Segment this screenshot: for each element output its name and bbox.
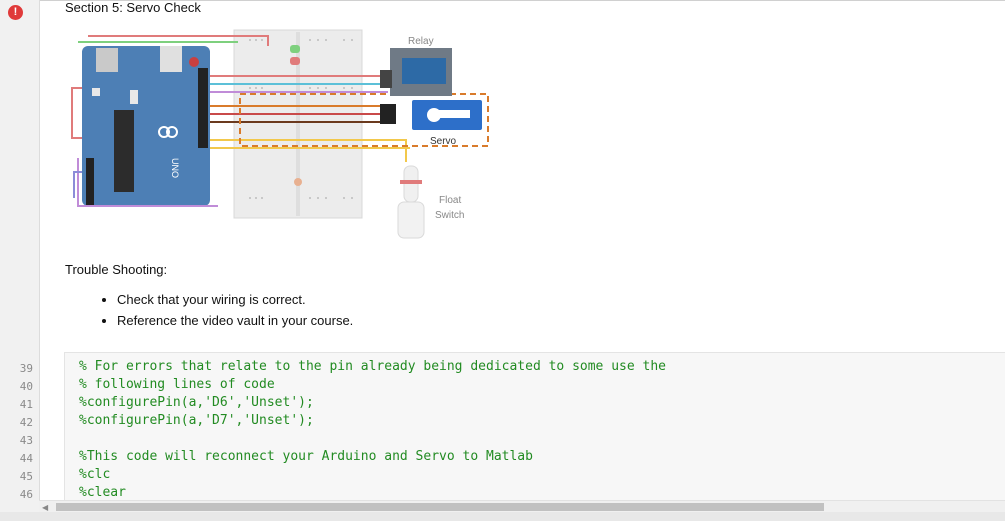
troubleshooting-list: Check that your wiring is correct. Refer… — [100, 292, 353, 334]
list-item: Reference the video vault in your course… — [117, 313, 353, 334]
code-line[interactable]: % following lines of code — [79, 377, 275, 392]
code-line[interactable]: %configurePin(a,'D7','Unset'); — [79, 413, 314, 428]
servo-motor — [380, 100, 482, 130]
bottom-bar — [0, 512, 1005, 521]
list-item: Check that your wiring is correct. — [117, 292, 353, 313]
horizontal-scrollbar[interactable]: ◀ — [39, 500, 1005, 513]
code-line[interactable]: % For errors that relate to the pin alre… — [79, 359, 666, 374]
wiring-diagram: UNO Relay — [71, 29, 489, 239]
relay-label: Relay — [408, 36, 434, 47]
wires — [71, 35, 410, 207]
error-icon[interactable]: ! — [8, 5, 23, 20]
section-title: Section 5: Servo Check — [65, 0, 201, 15]
line-number: 42 — [19, 416, 33, 429]
relay-module — [380, 48, 452, 96]
code-line[interactable]: %clear — [79, 485, 126, 500]
scrollbar-thumb[interactable] — [56, 503, 824, 511]
code-block[interactable]: % For errors that relate to the pin alre… — [64, 352, 1005, 502]
code-line[interactable]: %configurePin(a,'D6','Unset'); — [79, 395, 314, 410]
code-line[interactable]: %This code will reconnect your Arduino a… — [79, 449, 533, 464]
line-number: 39 — [19, 362, 33, 375]
float-switch-label-line2: Switch — [435, 210, 464, 221]
code-line[interactable]: %clc — [79, 467, 111, 482]
line-number: 44 — [19, 452, 33, 465]
line-number: 46 — [19, 488, 33, 501]
top-divider — [39, 0, 1005, 1]
arduino-model-label: UNO — [170, 158, 180, 178]
line-number-gutter: ! 39 40 41 42 43 44 45 46 — [0, 0, 40, 512]
breadboard — [233, 29, 363, 219]
line-number: 43 — [19, 434, 33, 447]
servo-label: Servo — [430, 136, 457, 147]
line-number: 45 — [19, 470, 33, 483]
scroll-left-arrow-icon[interactable]: ◀ — [42, 503, 49, 512]
servo-highlight-box — [239, 93, 489, 147]
line-number: 40 — [19, 380, 33, 393]
arduino-board: UNO — [82, 46, 210, 206]
float-switch-label-line1: Float — [439, 195, 461, 206]
line-number: 41 — [19, 398, 33, 411]
troubleshooting-title: Trouble Shooting: — [65, 262, 168, 277]
float-switch — [397, 165, 425, 239]
